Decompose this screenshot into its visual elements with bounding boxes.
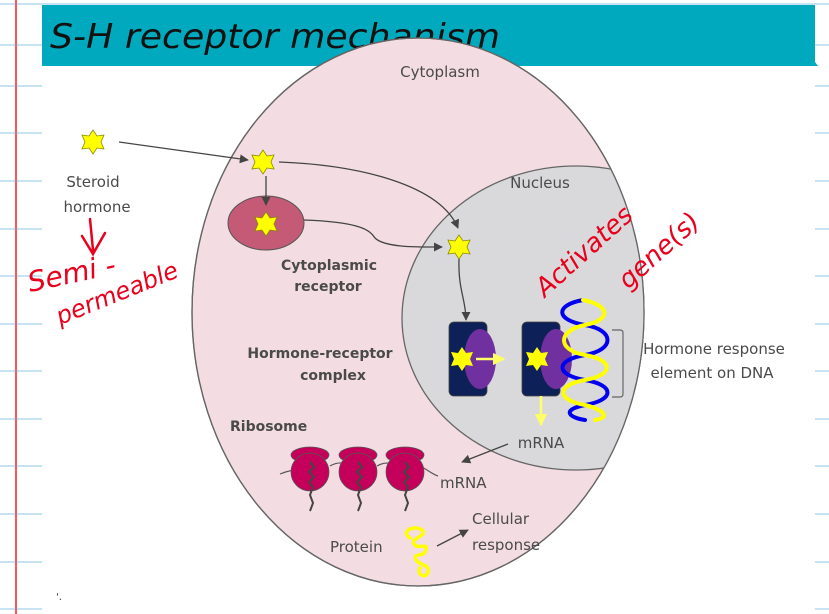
hormone-star-outside (81, 129, 105, 155)
hormone-star-cytoplasm (251, 149, 275, 175)
ribosome-2 (338, 446, 378, 512)
ribosome-label: Ribosome (230, 419, 307, 435)
footer-mark: '. (56, 592, 62, 603)
ribosome-3 (385, 446, 425, 512)
cellular-response-label-1: Cellular (472, 510, 530, 528)
annotation-arrow-icon (80, 217, 107, 257)
nucleus-label: Nucleus (510, 174, 570, 192)
hormone-receptor-label-2: complex (300, 368, 366, 384)
protein-icon (404, 526, 430, 578)
hre-label-1: Hormone response (643, 340, 785, 358)
hormone-receptor-complex-bound (521, 321, 572, 427)
hre-label-2: element on DNA (650, 364, 774, 382)
arrow-hormone-entry (118, 141, 249, 164)
mrna-cytoplasm-label: mRNA (440, 474, 487, 492)
notebook-ruled-lines (0, 3, 829, 610)
arrow-mrna-export (461, 443, 509, 464)
arrow-cellular-response (436, 529, 469, 547)
cytoplasm-label: Cytoplasm (400, 63, 480, 81)
ribosome-1 (290, 446, 330, 512)
arrow-receptor-to-nucleus (303, 219, 443, 252)
steroid-hormone-label-2: hormone (63, 198, 130, 216)
hormone-star-receptor (254, 211, 278, 237)
nucleus-compartment (401, 165, 644, 471)
dna-double-helix (560, 298, 610, 422)
hormone-receptor-complex (448, 321, 506, 397)
protein-label: Protein (330, 538, 383, 556)
hre-bracket (612, 329, 624, 398)
cytoplasmic-receptor-label-1: Cytoplasmic (281, 258, 377, 274)
hormone-receptor-label-1: Hormone-receptor (247, 346, 392, 362)
steroid-hormone-label-1: Steroid (66, 173, 119, 191)
cellular-response-label-2: response (472, 536, 540, 554)
ribosomes (279, 446, 439, 512)
arrow-direct-to-nucleus (278, 161, 460, 229)
mrna-nucleus-label: mRNA (518, 434, 565, 452)
header-banner (42, 5, 818, 66)
cytoplasmic-receptor-label-2: receptor (294, 279, 362, 295)
